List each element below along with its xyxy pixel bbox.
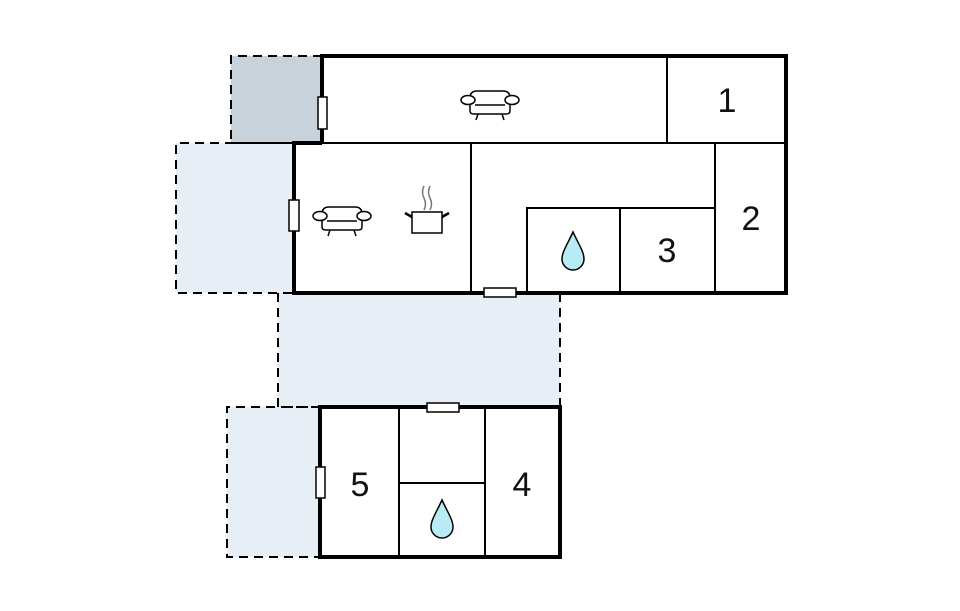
terrace-dashed-outlines <box>175 55 561 558</box>
upper-building <box>292 54 788 295</box>
water-drop-icon <box>430 498 454 539</box>
door-lower-left <box>315 466 326 499</box>
terrace-bottom-left <box>227 407 320 557</box>
door-upper-bottom <box>483 287 517 298</box>
terrace-left <box>176 143 294 293</box>
sofa-icon <box>460 90 520 121</box>
room-label-2: 2 <box>741 200 761 238</box>
terraces <box>176 56 560 557</box>
room-label-5: 5 <box>350 466 370 504</box>
water-drop-icon <box>561 230 585 271</box>
terrace-gray <box>231 56 322 143</box>
cooking-pot-icon <box>404 185 450 234</box>
terrace-middle <box>278 293 560 407</box>
sofa-icon <box>312 206 372 237</box>
room-label-4: 4 <box>512 466 532 504</box>
door-lower-top <box>426 402 460 413</box>
doors <box>288 96 517 499</box>
room-label-3: 3 <box>657 232 677 270</box>
door-living-left <box>288 199 300 232</box>
room-label-1: 1 <box>717 82 737 120</box>
door-upper-left <box>317 96 328 130</box>
